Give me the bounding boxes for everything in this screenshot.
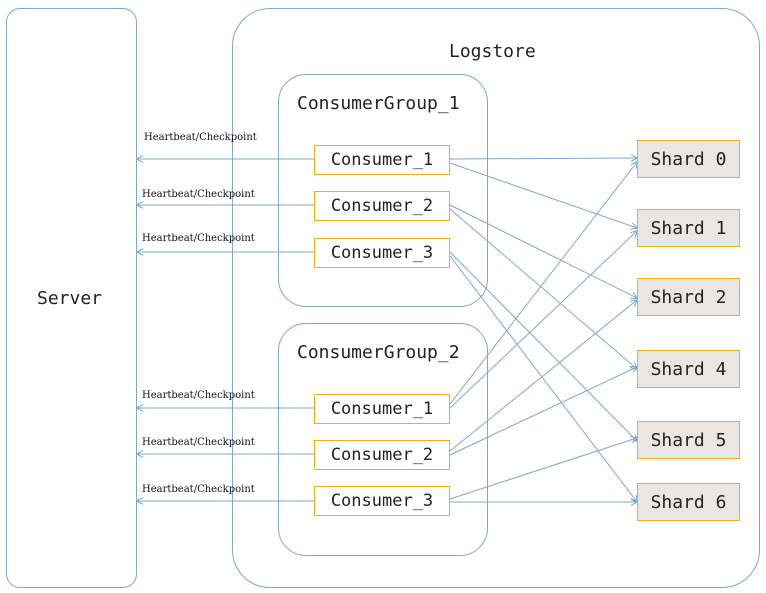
shard-link <box>449 438 637 500</box>
group-1-consumer-1: Consumer_1 <box>314 145 450 175</box>
heartbeat-label: Heartbeat/Checkpoint <box>142 233 255 244</box>
heartbeat-label: Heartbeat/Checkpoint <box>142 437 255 448</box>
shard-link <box>449 162 637 405</box>
shard-6: Shard 6 <box>637 483 740 521</box>
consumer-group-2-box <box>278 323 488 556</box>
shard-link <box>449 251 637 441</box>
server-box <box>6 8 137 588</box>
shard-1: Shard 1 <box>637 209 740 247</box>
shard-2: Shard 2 <box>637 278 740 316</box>
shard-0: Shard 0 <box>637 140 740 178</box>
consumer-group-1-label: ConsumerGroup_1 <box>297 93 460 114</box>
shard-link <box>449 300 637 452</box>
server-label: Server <box>37 288 103 309</box>
shard-link <box>449 204 637 298</box>
shard-link <box>449 158 637 159</box>
shard-link <box>449 208 637 369</box>
shard-5: Shard 5 <box>637 421 740 459</box>
group-1-consumer-3: Consumer_3 <box>314 238 450 268</box>
shard-link <box>449 255 637 502</box>
group-2-consumer-3: Consumer_3 <box>314 486 450 516</box>
consumer-group-1-box <box>278 74 488 307</box>
shard-link <box>449 367 637 456</box>
heartbeat-label: Heartbeat/Checkpoint <box>142 484 255 495</box>
shard-link <box>449 231 637 409</box>
shard-link <box>449 162 637 228</box>
logstore-label: Logstore <box>449 41 536 62</box>
group-2-consumer-1: Consumer_1 <box>314 394 450 424</box>
group-2-consumer-2: Consumer_2 <box>314 440 450 470</box>
group-1-consumer-2: Consumer_2 <box>314 191 450 221</box>
heartbeat-label: Heartbeat/Checkpoint <box>142 390 255 401</box>
consumer-group-2-label: ConsumerGroup_2 <box>297 342 460 363</box>
shard-4: Shard 4 <box>637 350 740 388</box>
logstore-container <box>232 8 760 588</box>
heartbeat-label: Heartbeat/Checkpoint <box>144 132 257 143</box>
heartbeat-label: Heartbeat/Checkpoint <box>142 189 255 200</box>
